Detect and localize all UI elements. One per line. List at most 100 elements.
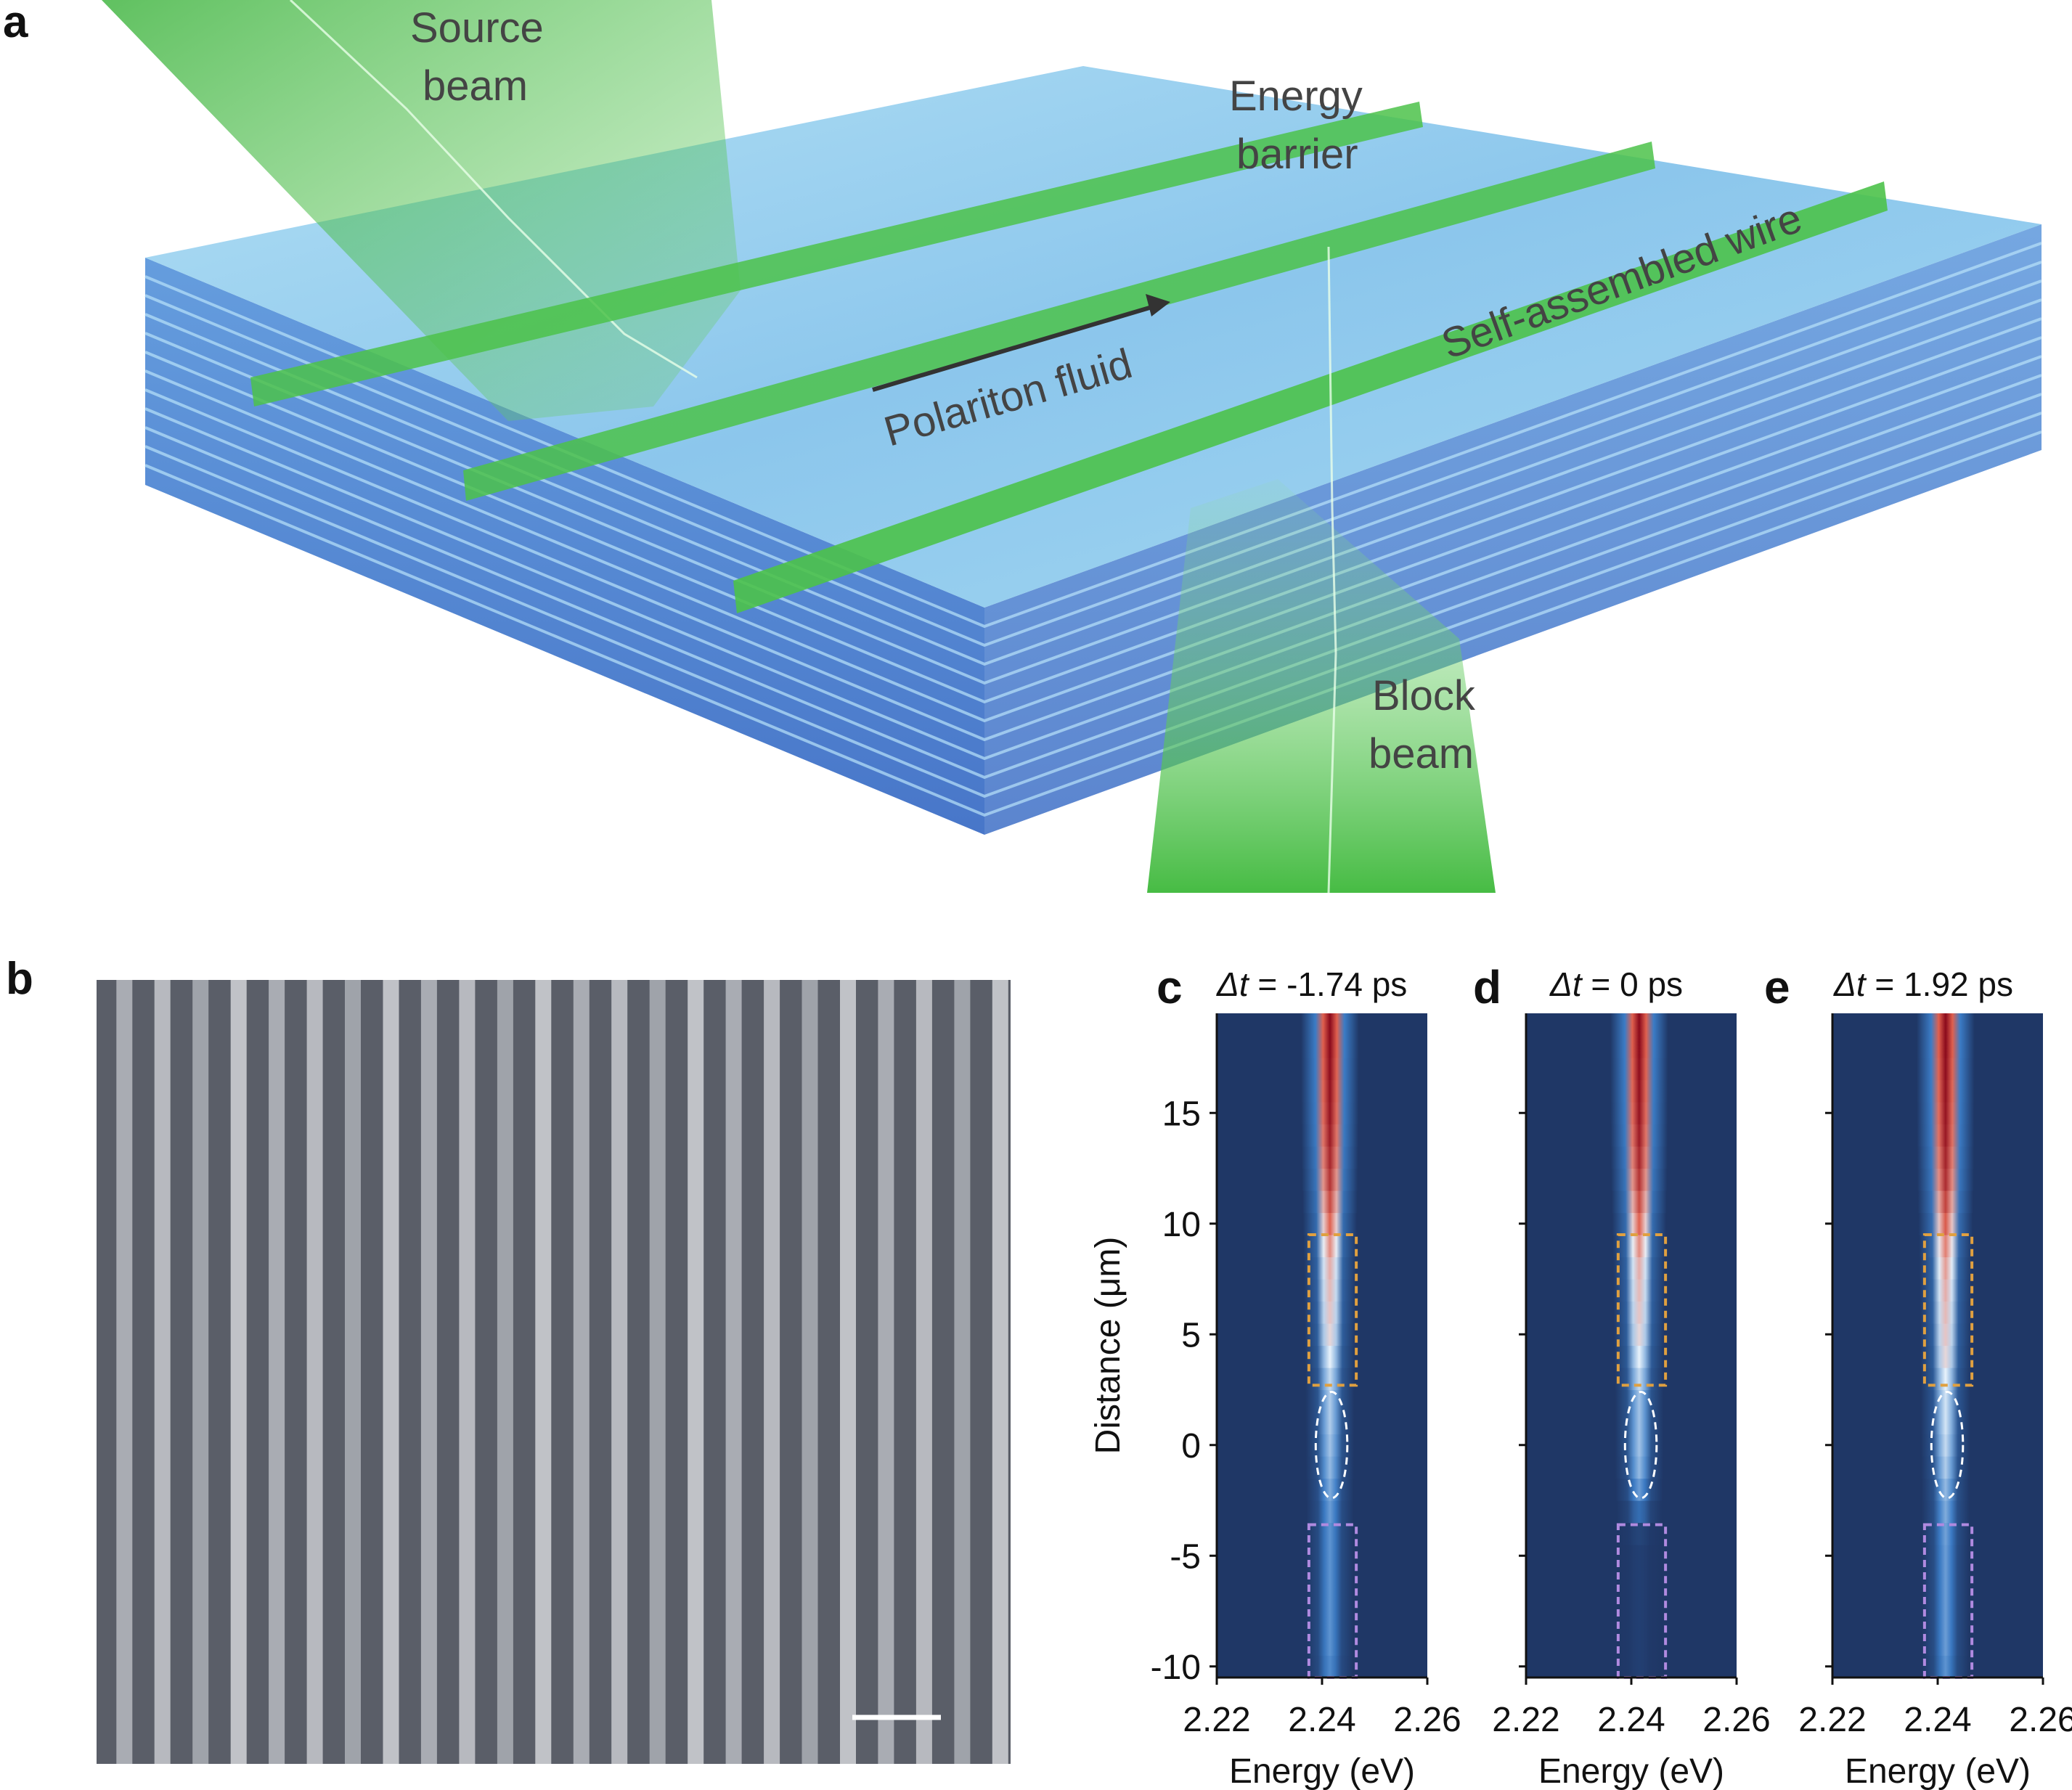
heatmap-cell	[1610, 1146, 1668, 1169]
x-tick-label: 2.26	[2009, 1701, 2072, 1739]
heatmap-cell	[1920, 1345, 1971, 1368]
x-tick-label: 2.24	[1904, 1701, 1971, 1739]
heatmap-cell	[1612, 1190, 1667, 1214]
heatmap-cell	[1917, 1013, 1975, 1037]
heatmap-cell	[1305, 1345, 1355, 1368]
heatmap-cell	[1920, 1301, 1972, 1324]
substrate-layer	[144, 355, 2042, 742]
heatmap-cell	[1302, 1212, 1357, 1235]
heatmap-cell	[1922, 1589, 1970, 1612]
y-tick-label: 15	[1162, 1095, 1201, 1133]
heatmap-cell	[1615, 1478, 1663, 1501]
heatmap-cell	[1919, 1235, 1973, 1258]
heatmap-cell	[1610, 1035, 1668, 1058]
x-axis-label: Energy (eV)	[1845, 1752, 2031, 1790]
heatmap-cell	[1306, 1500, 1354, 1524]
x-tick-label: 2.24	[1597, 1701, 1665, 1739]
label-energy-barrier: Energy	[1229, 73, 1363, 120]
heatmap-cell	[1917, 1102, 1975, 1125]
substrate-layer	[144, 393, 2042, 780]
title-value: = -1.74 ps	[1249, 965, 1408, 1003]
heatmap-cell	[1301, 1079, 1359, 1103]
heatmap-cell	[1615, 1389, 1664, 1413]
heatmap-cell	[1302, 1168, 1358, 1191]
heatmap-cell	[1306, 1566, 1354, 1590]
title-delta-t: Δt	[1216, 965, 1250, 1003]
label-source-beam: Source	[410, 4, 544, 52]
source-region-ellipse	[1314, 1391, 1349, 1500]
y-tick-label: 5	[1181, 1316, 1201, 1354]
heatmap-cell	[1921, 1478, 1970, 1501]
heatmap-cell	[1306, 1589, 1354, 1612]
heatmap-cell	[1304, 1301, 1356, 1324]
panel-label-a: a	[3, 0, 28, 47]
heatmap-cell	[1306, 1611, 1354, 1634]
heatmap-cell	[1618, 1545, 1661, 1568]
title-delta-t: Δt	[1833, 965, 1867, 1003]
x-axis-label: Energy (eV)	[1538, 1752, 1724, 1790]
y-tick-label: -5	[1170, 1537, 1201, 1576]
heatmap-cell	[1306, 1633, 1354, 1656]
heatmap-cell	[1922, 1522, 1970, 1545]
heatmap-cell	[1920, 1323, 1972, 1346]
heatmap-cell	[1301, 1146, 1358, 1169]
heatmap-cell	[1305, 1389, 1355, 1413]
heatmap-cell	[1618, 1522, 1661, 1545]
heatmap-cell	[1618, 1633, 1661, 1656]
heatmap-cell	[1919, 1256, 1972, 1280]
y-tick-label: 10	[1162, 1206, 1201, 1244]
heatmap-cell	[1618, 1589, 1661, 1612]
heatmap-cell	[1618, 1655, 1661, 1678]
heatmap-cell	[1301, 1013, 1359, 1037]
heatmap-cell	[1612, 1212, 1666, 1235]
title-delta-t: Δt	[1549, 965, 1583, 1003]
x-tick-label: 2.26	[1702, 1701, 1770, 1739]
heatmap-cell	[1917, 1168, 1974, 1191]
heatmap-cell	[1618, 1566, 1661, 1590]
panel-label-c: c	[1157, 961, 1183, 1013]
heatmap-cell	[1615, 1368, 1664, 1391]
y-tick-label: -10	[1151, 1648, 1201, 1687]
y-tick-label: 0	[1181, 1427, 1201, 1466]
heatmap-cell	[1613, 1301, 1665, 1324]
heatmap-cell	[1301, 1124, 1359, 1147]
heatmap-cell	[1306, 1655, 1353, 1678]
substrate-layer	[144, 279, 2042, 666]
heatmap-cell	[1613, 1256, 1665, 1280]
heatmap-cell	[1922, 1611, 1970, 1634]
heatmap-cell	[1615, 1434, 1664, 1457]
heatmap-cell	[1301, 1035, 1359, 1058]
heatmap-cell	[1917, 1035, 1975, 1058]
heatmap-cell	[1922, 1655, 1970, 1678]
heatmap-cell	[1920, 1389, 1970, 1413]
heatmap-cell	[1922, 1500, 1970, 1524]
title-value: = 1.92 ps	[1866, 965, 2013, 1003]
heatmap-cell	[1305, 1368, 1355, 1391]
heatmap-cell	[1304, 1323, 1355, 1346]
substrate-layer	[144, 242, 2042, 629]
heatmap-cell	[1304, 1256, 1356, 1280]
heatmap-cell	[1306, 1545, 1354, 1568]
schematic-illustration: Source beam Energy barrier Polariton flu…	[102, 0, 2042, 894]
x-tick-label: 2.26	[1393, 1701, 1461, 1739]
x-tick-label: 2.22	[1492, 1701, 1559, 1739]
heatmap-cell	[1306, 1522, 1354, 1545]
heatmap-cell	[1920, 1279, 1972, 1302]
heatmap-cell	[1613, 1323, 1665, 1346]
heatmap-cell	[1302, 1190, 1358, 1214]
heatmap-cell	[1301, 1102, 1359, 1125]
substrate-layer	[144, 261, 2042, 647]
heatmap-cell	[1922, 1633, 1970, 1656]
heatmap-cell	[1917, 1079, 1975, 1103]
x-axis-label: Energy (eV)	[1229, 1752, 1415, 1790]
x-tick-label: 2.22	[1183, 1701, 1250, 1739]
panel-label-e: e	[1764, 961, 1790, 1013]
heatmap-cell	[1618, 1611, 1661, 1634]
heatmap-cell	[1917, 1146, 1974, 1169]
label-block-beam-2: beam	[1369, 730, 1474, 777]
label-energy-barrier-2: barrier	[1236, 131, 1358, 178]
heatmap-cell	[1920, 1368, 1971, 1391]
